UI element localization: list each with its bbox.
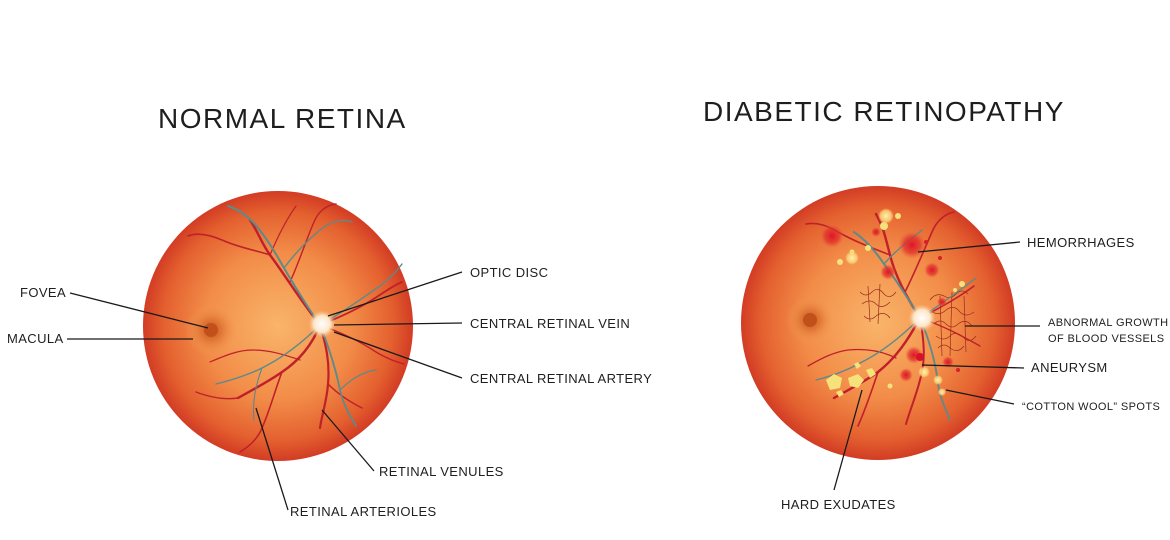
label-retinal-venules: RETINAL VENULES bbox=[379, 464, 504, 479]
normal-retina bbox=[143, 191, 413, 461]
normal-retina-leaders bbox=[67, 271, 463, 511]
label-abnormal-growth-line1: ABNORMAL GROWTH bbox=[1048, 317, 1169, 329]
diabetic-retina-leaders bbox=[833, 241, 1040, 491]
normal-retina-fundus bbox=[143, 191, 413, 461]
cotton-wool-spots bbox=[845, 208, 946, 396]
normal-retina-title: NORMAL RETINA bbox=[158, 103, 407, 134]
label-hard-exudates: HARD EXUDATES bbox=[781, 497, 896, 512]
diabetic-optic-disc bbox=[908, 304, 936, 332]
normal-retina-vessels bbox=[187, 203, 405, 453]
label-retinal-arterioles: RETINAL ARTERIOLES bbox=[290, 504, 437, 519]
label-central-retinal-artery: CENTRAL RETINAL ARTERY bbox=[470, 371, 652, 386]
label-optic-disc: OPTIC DISC bbox=[470, 265, 548, 280]
diabetic-retinopathy-title: DIABETIC RETINOPATHY bbox=[703, 96, 1065, 127]
label-hemorrhages: HEMORRHAGES bbox=[1027, 235, 1135, 250]
label-aneurysm: ANEURYSM bbox=[1031, 360, 1108, 375]
diabetic-retina bbox=[741, 186, 1015, 460]
optic-disc bbox=[308, 310, 336, 338]
diabetic-fovea bbox=[803, 313, 817, 327]
label-cotton-wool-spots: “COTTON WOOL” SPOTS bbox=[1022, 401, 1160, 413]
label-fovea: FOVEA bbox=[20, 285, 66, 300]
label-macula: MACULA bbox=[7, 331, 64, 346]
label-central-retinal-vein: CENTRAL RETINAL VEIN bbox=[470, 316, 630, 331]
aneurysm bbox=[916, 353, 924, 361]
fovea bbox=[204, 323, 218, 337]
label-abnormal-growth-line2: OF BLOOD VESSELS bbox=[1048, 333, 1164, 345]
